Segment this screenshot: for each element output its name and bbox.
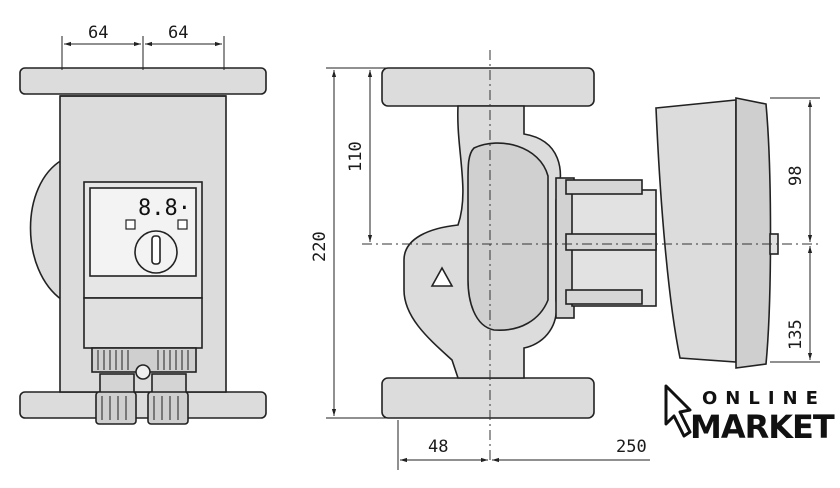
terminal-teeth (97, 350, 189, 420)
led-right-icon (177, 219, 188, 230)
logo-line1: ONLINE (702, 388, 826, 409)
side-dimensions (326, 67, 820, 470)
dim-total-height: 220 (310, 231, 330, 262)
knob-pointer (151, 235, 161, 265)
dim-inlet-offset: 48 (428, 437, 448, 457)
dim-front-left: 64 (88, 23, 108, 43)
front-dimensions (61, 36, 225, 70)
head-cover (735, 97, 772, 369)
dim-front-right: 64 (168, 23, 188, 43)
front-view (19, 67, 267, 425)
cursor-icon (664, 384, 692, 438)
stud-bottom (565, 289, 643, 305)
volute-inner (467, 142, 549, 331)
dim-motor-lower: 135 (786, 319, 806, 350)
electronics-head (655, 99, 737, 363)
side-view (381, 67, 779, 419)
front-rear-dome (29, 158, 63, 302)
stud-mid (565, 233, 657, 251)
screw-icon (135, 364, 151, 380)
warning-triangle-icon (430, 266, 454, 287)
display-digits: 8.8· (138, 196, 191, 221)
stud-top (565, 179, 643, 195)
side-top-flange (381, 67, 595, 107)
cable-gland-right (151, 373, 187, 395)
led-left-icon (125, 219, 136, 230)
terminal-box (83, 297, 203, 349)
online-market-logo: ONLINE MARKET (664, 384, 836, 446)
dim-motor-upper: 98 (786, 166, 806, 186)
side-bottom-flange (381, 377, 595, 419)
front-top-flange (19, 67, 267, 95)
front-bottom-flange (19, 391, 267, 419)
dim-upper-height: 110 (346, 141, 366, 172)
cable-gland-left (99, 373, 135, 395)
dim-total-length: 250 (616, 437, 647, 457)
center-lines (362, 50, 820, 460)
logo-line2: MARKET (690, 408, 835, 446)
